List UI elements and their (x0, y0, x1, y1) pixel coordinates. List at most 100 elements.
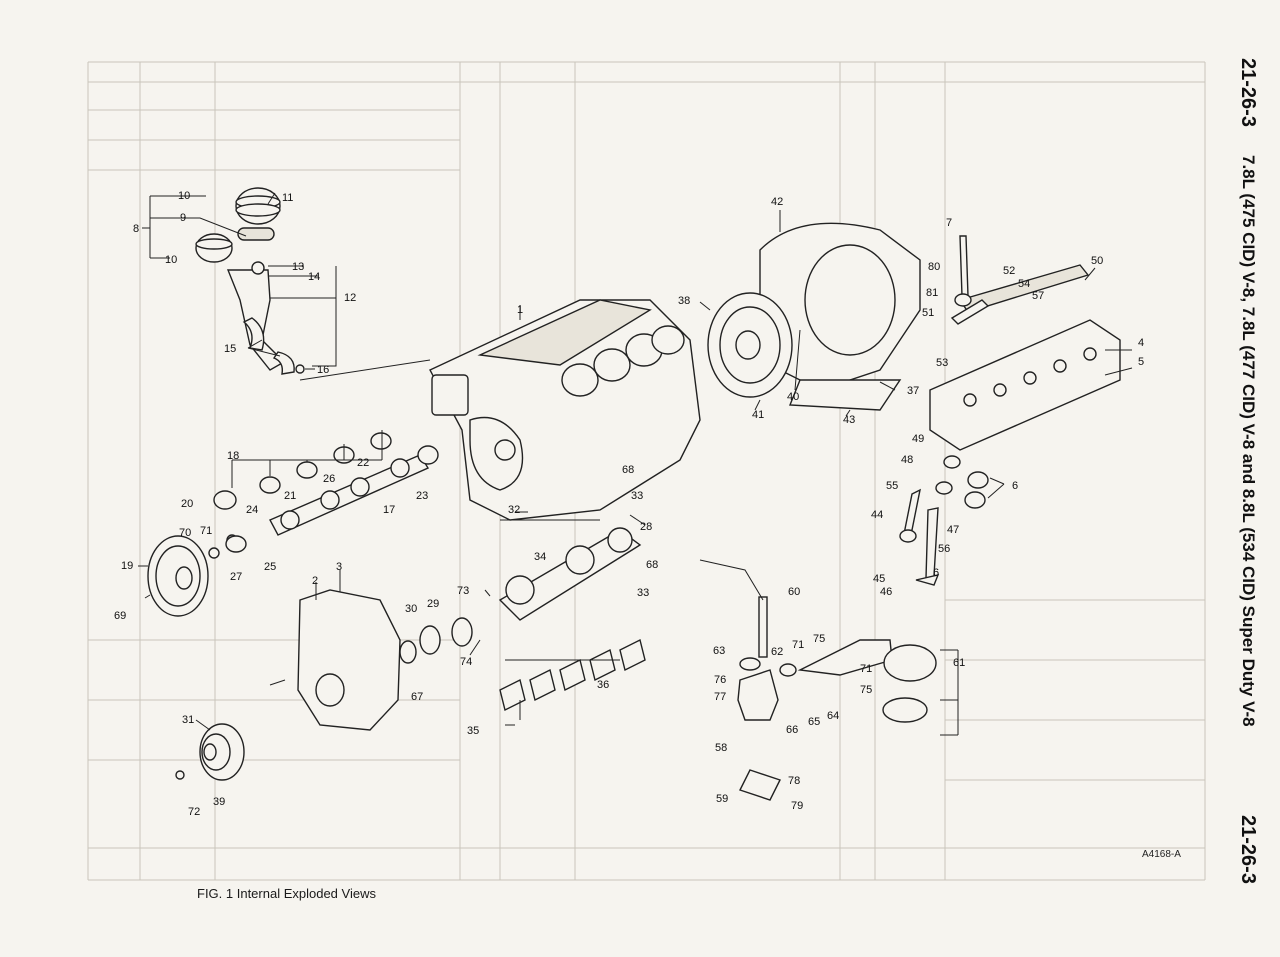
callout-48: 48 (901, 454, 913, 466)
callout-33: 33 (637, 587, 649, 599)
callout-3: 3 (336, 561, 342, 573)
callout-27: 27 (230, 571, 242, 583)
callout-79: 79 (791, 800, 803, 812)
callout-58: 58 (715, 742, 727, 754)
callout-57: 57 (1032, 290, 1044, 302)
callout-72: 72 (188, 806, 200, 818)
callout-4: 4 (1138, 337, 1144, 349)
callout-76: 76 (714, 674, 726, 686)
callout-77: 77 (714, 691, 726, 703)
oil-pump-group (699, 559, 959, 801)
callout-8: 8 (133, 223, 139, 235)
callout-29: 29 (427, 598, 439, 610)
vibration-damper (175, 719, 245, 781)
callout-34: 34 (534, 551, 546, 563)
callout-46: 46 (880, 586, 892, 598)
callout-10: 10 (178, 190, 190, 202)
callout-40: 40 (787, 391, 799, 403)
callout-68: 68 (622, 464, 634, 476)
callout-74: 74 (460, 656, 472, 668)
callout-9: 9 (180, 212, 186, 224)
callout-64: 64 (827, 710, 839, 722)
callout-16: 14 (308, 271, 320, 283)
callout-38: 38 (678, 295, 690, 307)
callout-75: 75 (813, 633, 825, 645)
callout-24: 24 (246, 504, 258, 516)
callout-50: 50 (1091, 255, 1103, 267)
piston-rod-group (142, 187, 337, 375)
callout-78: 78 (788, 775, 800, 787)
callout-2: 2 (312, 575, 318, 587)
callout-28: 28 (640, 521, 652, 533)
figure-code: A4168-A (1142, 849, 1181, 860)
callout-52: 52 (1003, 265, 1015, 277)
callout-70: 70 (179, 527, 191, 539)
callout-65: 65 (808, 716, 820, 728)
callout-35: 35 (467, 725, 479, 737)
callout-21: 21 (284, 490, 296, 502)
callout-69: 69 (114, 610, 126, 622)
callout-15: 16 (317, 364, 329, 376)
callout-12: 12 (344, 292, 356, 304)
callout-7: 7 (946, 217, 952, 229)
callout-54: 54 (1018, 278, 1030, 290)
callout-63: 63 (713, 645, 725, 657)
callout-37: 37 (907, 385, 919, 397)
callout-53: 53 (936, 357, 948, 369)
callout-51: 51 (922, 307, 934, 319)
callout-43: 43 (843, 414, 855, 426)
callout-44: 44 (871, 509, 883, 521)
callout-36: 36 (597, 679, 609, 691)
callout-19: 19 (121, 560, 133, 572)
callout-26: 26 (323, 473, 335, 485)
callout-71: 71 (860, 663, 872, 675)
section-title: 7.8L (475 CID) V-8, 7.8L (477 CID) V-8 a… (1239, 155, 1258, 727)
callout-22: 22 (357, 457, 369, 469)
valve-lifter-group (899, 455, 1005, 586)
callout-45: 45 (873, 573, 885, 585)
callout-49: 49 (912, 433, 924, 445)
callout-71: 71 (792, 639, 804, 651)
callout-55: 55 (886, 480, 898, 492)
callout-20: 20 (181, 498, 193, 510)
callout-13: 13 (292, 261, 304, 273)
exploded-view-illustration: 1 2 3 4 5 6 6 7 8 9 10 10 11 12 13 14 15… (87, 61, 1206, 881)
callout-33: 33 (631, 490, 643, 502)
figure-caption: FIG. 1 Internal Exploded Views (197, 886, 376, 901)
callout-41: 41 (752, 409, 764, 421)
front-cover (269, 570, 401, 731)
callout-68: 68 (646, 559, 658, 571)
callout-10: 10 (165, 254, 177, 266)
callout-42: 42 (771, 196, 783, 208)
camshaft-group (213, 430, 439, 536)
callout-25: 25 (264, 561, 276, 573)
callout-47: 47 (947, 524, 959, 536)
flywheel-bellhousing (699, 210, 921, 417)
callout-66: 66 (786, 724, 798, 736)
callout-31: 31 (182, 714, 194, 726)
callout-1: 1 (517, 304, 523, 316)
callout-23: 23 (416, 490, 428, 502)
callout-5: 5 (1138, 356, 1144, 368)
page-number-bottom: 21-26-3 (1237, 815, 1259, 884)
callout-67: 67 (411, 691, 423, 703)
callout-62: 62 (771, 646, 783, 658)
callout-56: 56 (938, 543, 950, 555)
callout-75: 75 (860, 684, 872, 696)
callout-6: 6 (1012, 480, 1018, 492)
callout-labels: 1 2 3 4 5 6 6 7 8 9 10 10 11 12 13 14 15… (114, 190, 1144, 818)
callout-30: 30 (405, 603, 417, 615)
callout-32: 32 (508, 504, 520, 516)
engine-block (299, 299, 701, 521)
callout-11: 11 (282, 192, 293, 204)
callout-60: 60 (788, 586, 800, 598)
callout-6: 6 (933, 567, 939, 579)
callout-71: 71 (200, 525, 212, 537)
cylinder-head-group (929, 235, 1133, 451)
page-number-top: 21-26-3 (1237, 58, 1259, 127)
crankshaft-group (399, 511, 646, 726)
cam-gear (138, 534, 247, 617)
callout-80: 80 (928, 261, 940, 273)
callout-59: 59 (716, 793, 728, 805)
